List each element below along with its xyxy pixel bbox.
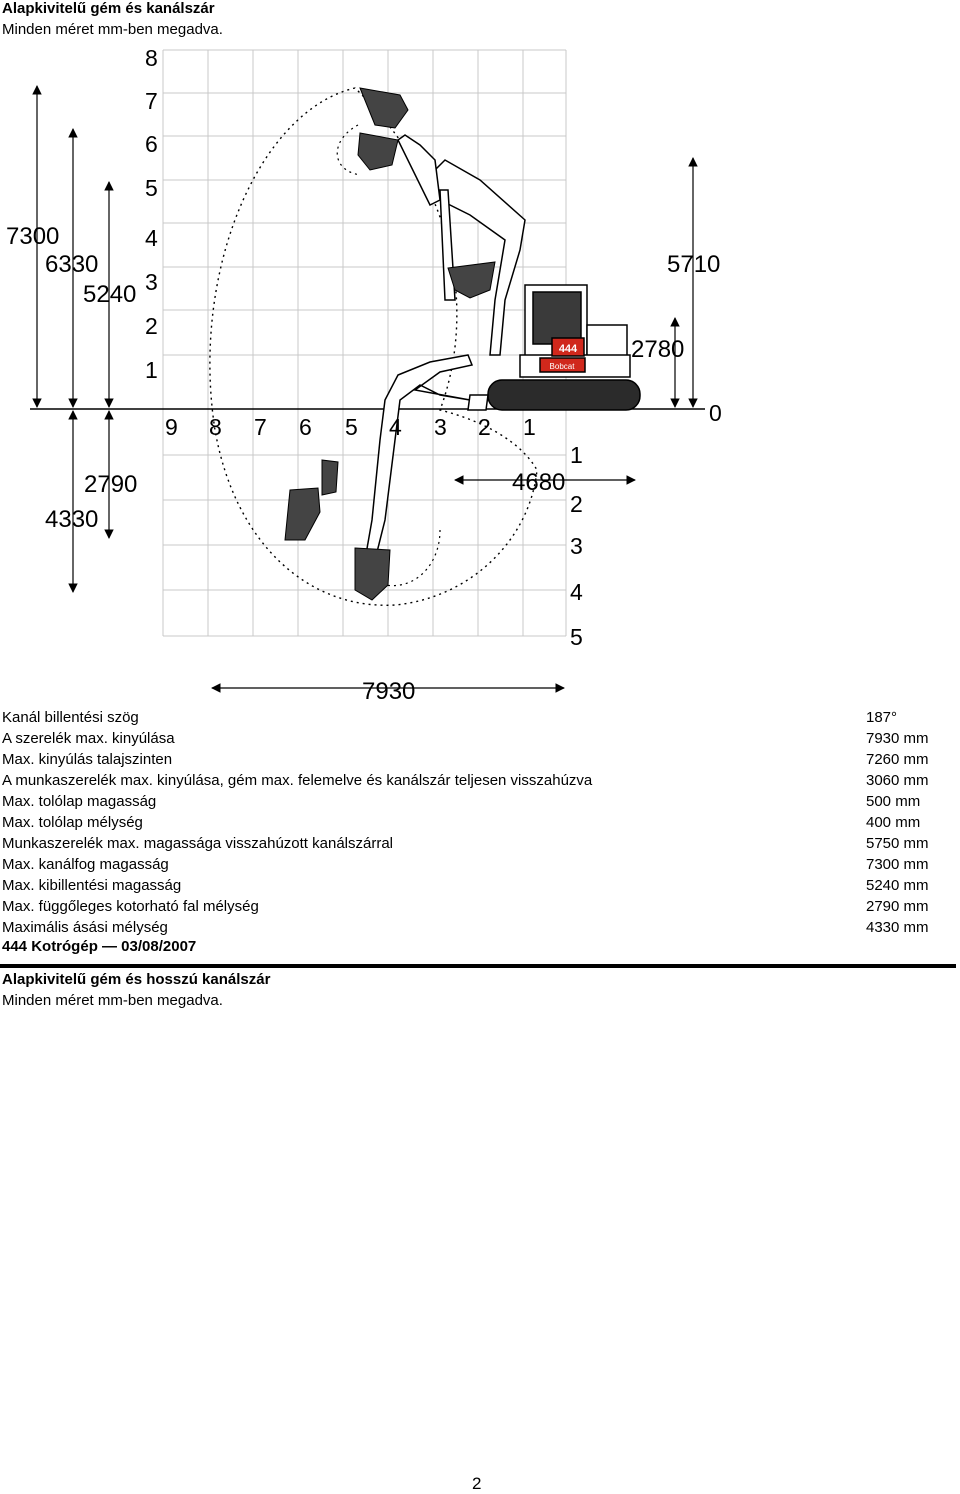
spec-value: 7300 mm [866, 856, 929, 873]
bucket-low-mid [321, 459, 339, 496]
bucket-low-right [354, 547, 391, 601]
boom-lowered [364, 354, 474, 561]
svg-text:1: 1 [570, 442, 583, 468]
next-section-units-note: Minden méret mm-ben megadva. [2, 992, 223, 1009]
svg-text:4: 4 [570, 579, 583, 605]
spec-label: Max. tolólap magasság [2, 793, 157, 810]
depth-scale: 1 2 3 4 5 [570, 442, 583, 650]
svg-text:5: 5 [345, 414, 358, 440]
spec-value: 4330 mm [866, 919, 929, 936]
spec-value: 5240 mm [866, 877, 929, 894]
dim-7300: 7300 [6, 223, 59, 250]
spec-row: A munkaszerelék max. kinyúlása, gém max.… [0, 772, 960, 793]
svg-text:1: 1 [145, 357, 158, 383]
working-range-diagram: 444 Bobcat 7300 6330 5240 5710 2780 2790… [6, 45, 722, 705]
spec-label: Kanál billentési szög [2, 709, 139, 726]
document-reference: 444 Kotrógép — 03/08/2007 [2, 938, 197, 955]
svg-text:3: 3 [570, 533, 583, 559]
spec-label: Max. kinyúlás talajszinten [2, 751, 173, 768]
bucket-top-curled [357, 132, 399, 171]
bucket-mid [447, 261, 496, 299]
svg-text:8: 8 [145, 45, 158, 71]
dim-4330: 4330 [45, 506, 98, 533]
svg-text:7: 7 [145, 88, 158, 114]
svg-text:4: 4 [145, 225, 158, 251]
dim-5710: 5710 [667, 251, 720, 278]
bucket-top-open [359, 87, 409, 129]
svg-text:8: 8 [209, 414, 222, 440]
svg-text:2: 2 [478, 414, 491, 440]
svg-text:9: 9 [165, 414, 178, 440]
spec-value: 7260 mm [866, 751, 929, 768]
spec-row: Max. kinyúlás talajszinten 7260 mm [0, 751, 960, 772]
svg-text:5: 5 [570, 624, 583, 650]
svg-text:5: 5 [145, 175, 158, 201]
units-note: Minden méret mm-ben megadva. [2, 21, 223, 38]
machine-model-label: 444 [559, 343, 578, 355]
spec-row: Max. függőleges kotorható fal mélység 27… [0, 898, 960, 919]
spec-label: Max. kanálfog magasság [2, 856, 169, 873]
svg-text:6: 6 [145, 131, 158, 157]
spec-value: 2790 mm [866, 898, 929, 915]
ground-label: 0 [709, 400, 722, 426]
spec-label: A szerelék max. kinyúlása [2, 730, 175, 747]
spec-label: A munkaszerelék max. kinyúlása, gém max.… [2, 772, 593, 789]
boom-raised [397, 134, 526, 356]
spec-row: Kanál billentési szög 187° [0, 709, 960, 730]
spec-row: Maximális ásási mélység 4330 mm [0, 919, 960, 940]
spec-row: Max. tolólap mélység 400 mm [0, 814, 960, 835]
dim-2790: 2790 [84, 471, 137, 498]
excavator-body [467, 284, 641, 411]
svg-text:3: 3 [434, 414, 447, 440]
svg-text:4: 4 [389, 414, 402, 440]
dim-5240: 5240 [83, 281, 136, 308]
dim-4680: 4680 [512, 469, 565, 496]
section-divider [0, 964, 956, 968]
page-number: 2 [472, 1474, 482, 1493]
reach-scale: 9 8 7 6 5 4 3 2 1 [165, 414, 536, 440]
bucket-arc-top [336, 124, 361, 176]
spec-row: Max. kanálfog magasság 7300 mm [0, 856, 960, 877]
svg-text:6: 6 [299, 414, 312, 440]
left-dimensions [32, 85, 698, 593]
spec-label: Max. kibillentési magasság [2, 877, 182, 894]
bucket-low-left [284, 487, 321, 541]
spec-row: Max. kibillentési magasság 5240 mm [0, 877, 960, 898]
spec-row: Max. tolólap magasság 500 mm [0, 793, 960, 814]
brand-label: Bobcat [550, 362, 576, 371]
spec-value: 400 mm [866, 814, 921, 831]
working-envelope [209, 87, 538, 606]
horizontal-dimensions [211, 475, 636, 693]
svg-text:7: 7 [254, 414, 267, 440]
spec-value: 187° [866, 709, 898, 726]
spec-row: Munkaszerelék max. magassága visszahúzot… [0, 835, 960, 856]
spec-value: 7930 mm [866, 730, 929, 747]
spec-value: 3060 mm [866, 772, 929, 789]
height-scale: 8 7 6 5 4 3 2 1 [145, 45, 158, 383]
bucket-arc-low [384, 529, 441, 587]
spec-label: Max. függőleges kotorható fal mélység [2, 898, 259, 915]
spec-value: 500 mm [866, 793, 921, 810]
next-section-title: Alapkivitelű gém és hosszú kanálszár [2, 971, 271, 988]
dim-7930: 7930 [362, 678, 415, 705]
spec-row: A szerelék max. kinyúlása 7930 mm [0, 730, 960, 751]
svg-text:2: 2 [570, 491, 583, 517]
dim-2780: 2780 [631, 336, 684, 363]
svg-text:3: 3 [145, 269, 158, 295]
dim-6330: 6330 [45, 251, 98, 278]
spec-label: Munkaszerelék max. magassága visszahúzot… [2, 835, 394, 852]
svg-text:2: 2 [145, 313, 158, 339]
section-title: Alapkivitelű gém és kanálszár [2, 0, 215, 17]
svg-text:1: 1 [523, 414, 536, 440]
spec-label: Max. tolólap mélység [2, 814, 143, 831]
spec-value: 5750 mm [866, 835, 929, 852]
spec-label: Maximális ásási mélység [2, 919, 168, 936]
